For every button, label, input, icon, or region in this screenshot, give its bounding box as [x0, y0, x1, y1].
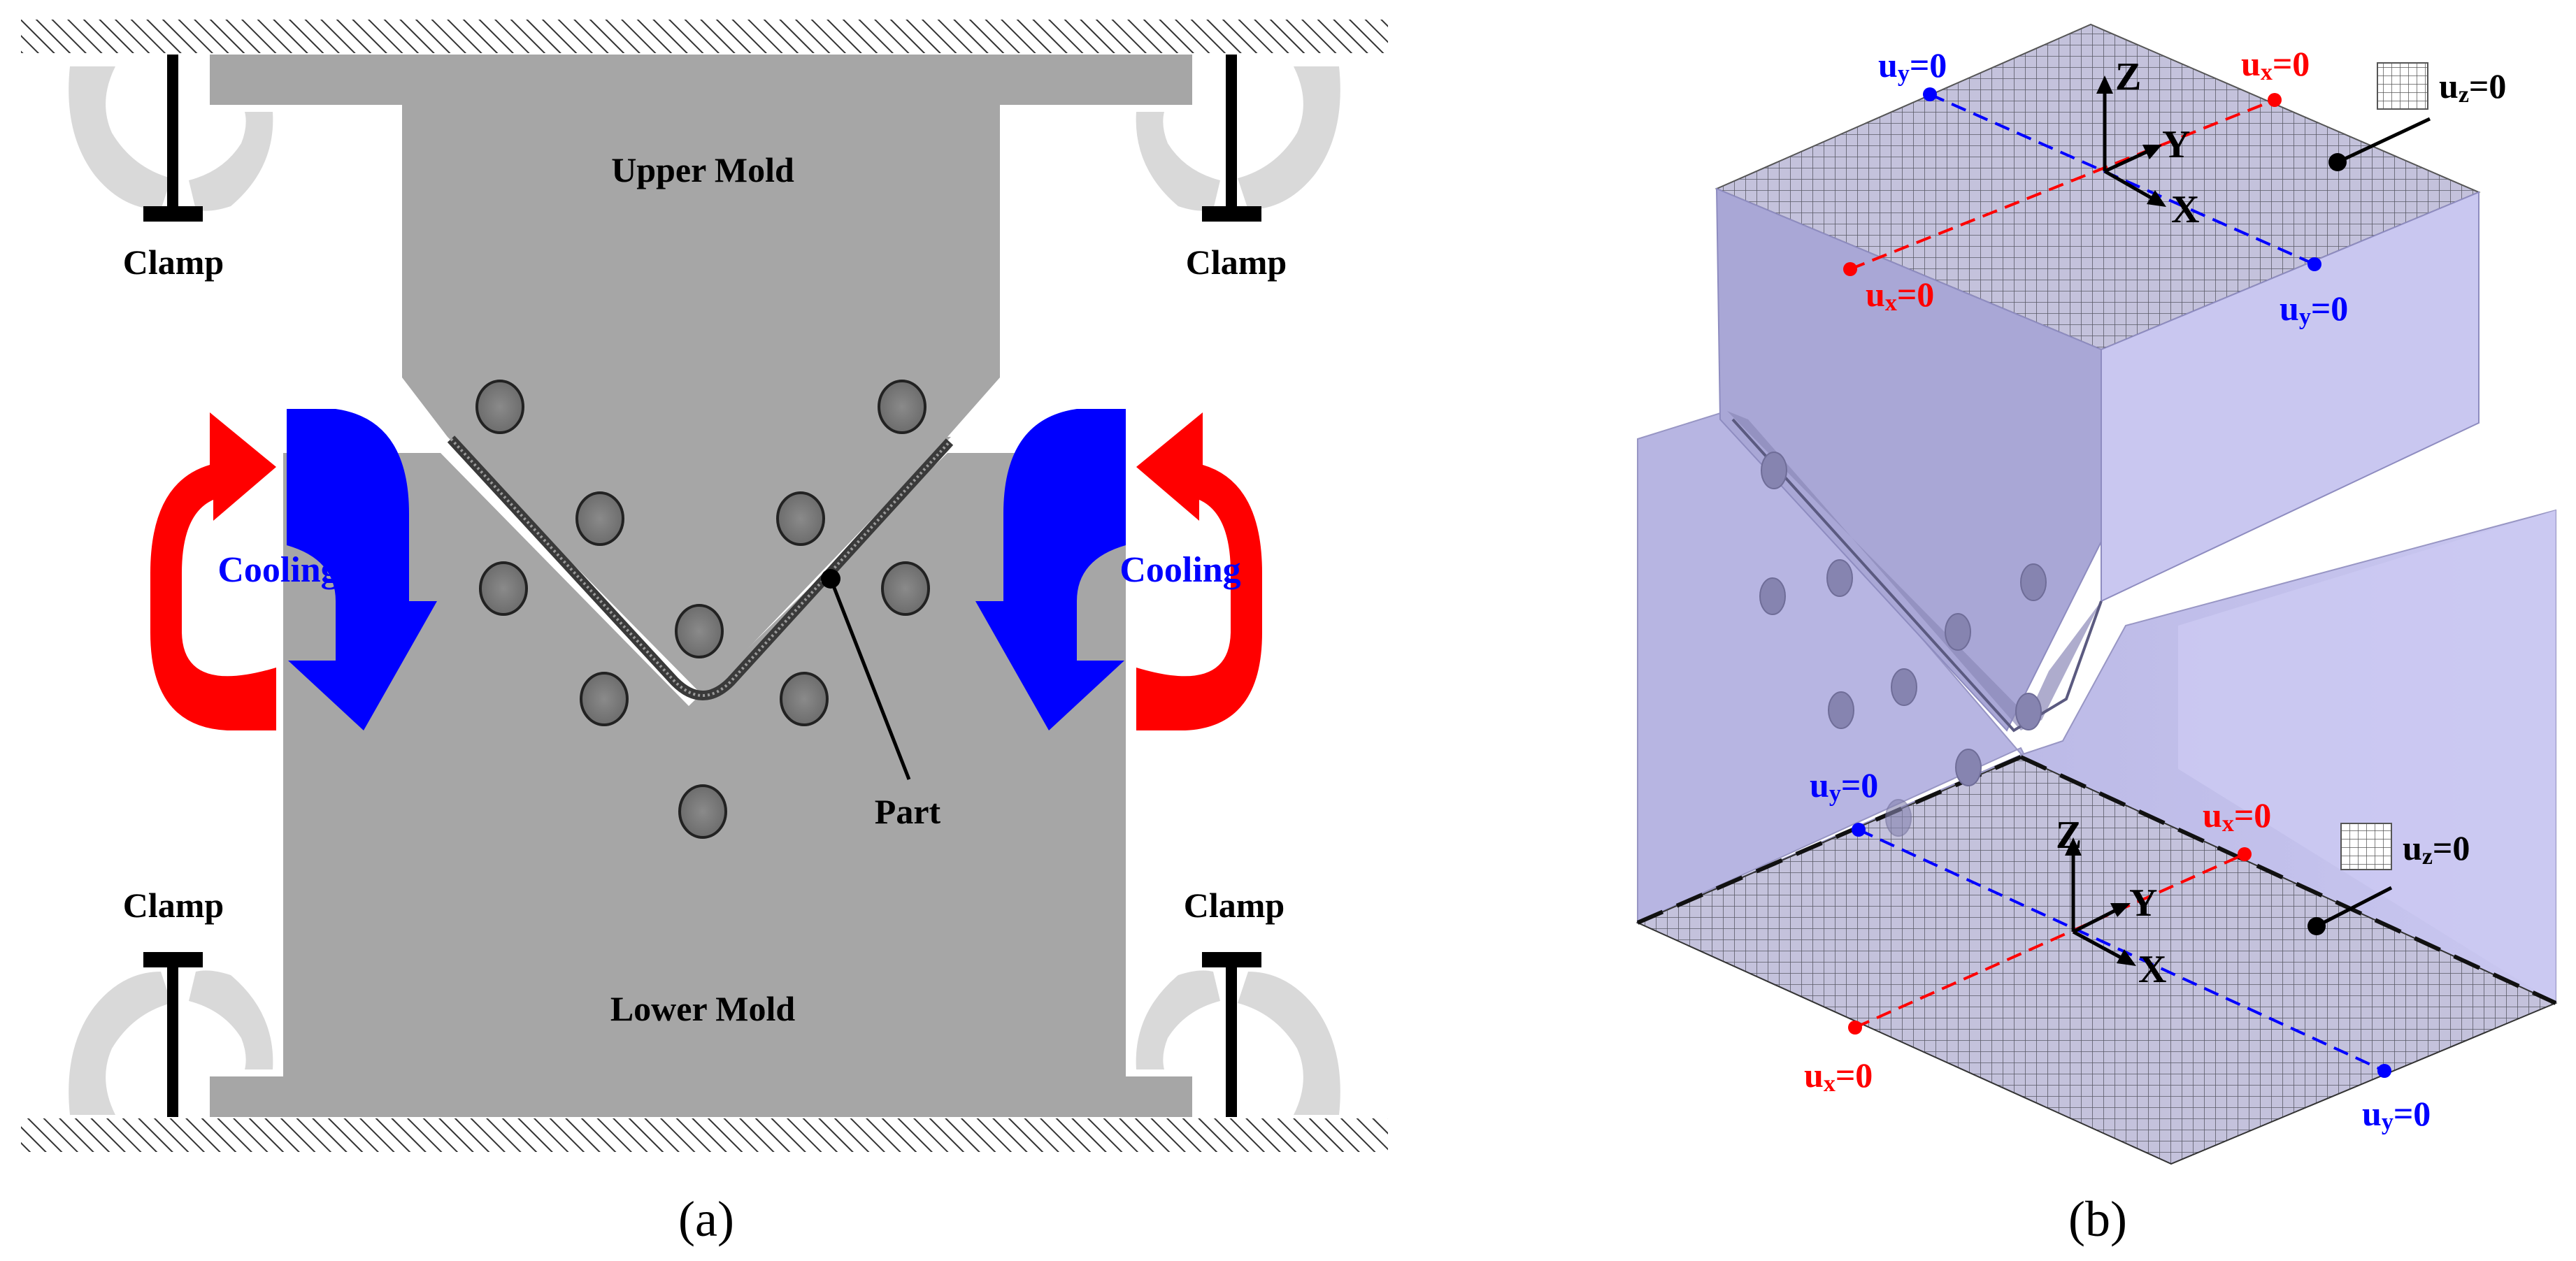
top-axis-triad [2096, 75, 2166, 207]
bottom-axis-y: Y [2129, 881, 2157, 925]
heating-holes [475, 380, 930, 839]
bottom-ground-hatch [21, 1118, 1388, 1152]
top-axis-y: Y [2162, 123, 2190, 166]
left-heating-arrow [150, 412, 276, 730]
heating-hole [1828, 691, 1854, 729]
lower-block-right-face [2178, 510, 2556, 1003]
bottom-ux-label-b: ux=0 [1804, 1055, 1873, 1097]
bottom-uy-label-a: uy=0 [1810, 765, 1878, 807]
heating-hole [475, 380, 524, 434]
cooling-label-right: Cooling [1119, 550, 1240, 590]
upper-mold [210, 55, 1192, 437]
heating-hole [580, 672, 629, 726]
clamp-top-right [1136, 55, 1340, 222]
clamp-label-top-left: Clamp [123, 243, 224, 282]
clamp-bottom-right [1136, 952, 1340, 1117]
top-uy-label-a: uy=0 [1878, 45, 1947, 87]
left-cooling-arrow [287, 409, 437, 730]
left-thermal-arrows [150, 409, 437, 730]
mold-holes-b [1759, 452, 2047, 837]
top-axis-x: X [2171, 188, 2199, 231]
heating-hole [1761, 452, 1787, 489]
upper-mold-punch [448, 437, 951, 696]
top-uy-label-b: uy=0 [2280, 289, 2348, 330]
panel-a: Upper Mold Lower Mold Clamp Clamp Clamp … [21, 20, 1388, 1247]
heating-hole [780, 672, 829, 726]
top-uz-legend-swatch [2377, 62, 2428, 110]
clamp-label-bottom-right: Clamp [1184, 886, 1285, 925]
upper-mold-label: Upper Mold [611, 150, 794, 189]
clamp-label-bottom-left: Clamp [123, 886, 224, 925]
heating-hole [1891, 668, 1917, 706]
right-cooling-arrow [975, 409, 1126, 730]
caption-a: (a) [678, 1191, 734, 1247]
heating-hole [2015, 693, 2042, 730]
bottom-axis-z: Z [2056, 814, 2082, 857]
upper-block-right-face [2101, 191, 2480, 603]
bottom-axis-triad [2065, 837, 2136, 966]
bottom-uy-label-b: uy=0 [2362, 1094, 2431, 1135]
right-thermal-arrows [975, 409, 1262, 730]
heating-hole [1955, 749, 1982, 786]
heating-hole [878, 380, 926, 434]
heating-hole [575, 491, 624, 546]
heating-hole [479, 561, 528, 616]
upper-block-left-face [1715, 187, 2102, 732]
bottom-uz-legend-swatch [2340, 823, 2392, 870]
top-ground-hatch [21, 20, 1388, 53]
heating-hole [1759, 577, 1786, 615]
heating-hole [678, 784, 727, 839]
part-leader-line [829, 578, 911, 780]
caption-b: (b) [2068, 1191, 2127, 1247]
top-ux-line [1849, 99, 2275, 271]
heating-hole [2020, 563, 2047, 601]
bottom-ux-label-a: ux=0 [2203, 795, 2271, 837]
heating-hole [1826, 559, 1853, 597]
cooling-label-left: Cooling [217, 550, 338, 590]
bottom-uy-line [1858, 828, 2385, 1072]
lower-mold-label: Lower Mold [610, 989, 796, 1028]
clamp-bottom-left [69, 952, 273, 1117]
clamp-top-left [69, 55, 273, 222]
heating-hole [776, 491, 825, 546]
part-leader-dot [821, 569, 840, 589]
formed-part-edge [1727, 411, 2101, 730]
part-label: Part [875, 792, 941, 831]
top-ux-label-b: ux=0 [1866, 275, 1934, 316]
right-heating-arrow [1136, 412, 1262, 730]
heating-hole [881, 561, 930, 616]
top-uz-label: uz=0 [2439, 66, 2506, 108]
heating-hole [1945, 613, 1971, 651]
heating-hole [675, 604, 724, 658]
top-ux-label-a: ux=0 [2241, 44, 2310, 85]
bottom-axis-x: X [2138, 948, 2166, 991]
top-axis-z: Z [2115, 55, 2141, 99]
bottom-uz-label: uz=0 [2403, 828, 2470, 870]
heating-hole [1885, 799, 1912, 837]
clamp-label-top-right: Clamp [1186, 243, 1287, 282]
panel-b: Z Y X uy=0 ux=0 ux=0 uy=0 uz=0 Z Y X [1636, 23, 2558, 1247]
